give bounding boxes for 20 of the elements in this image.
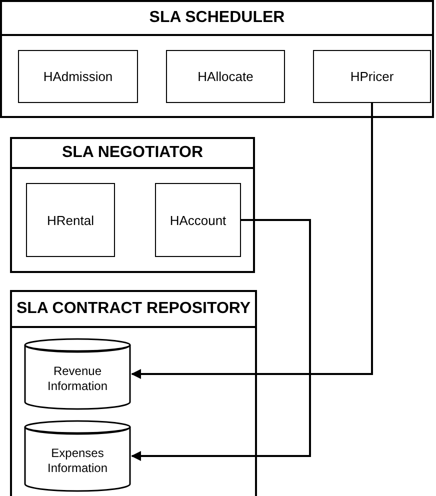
- panel-heading: SLA CONTRACT REPOSITORY: [16, 300, 251, 318]
- node-label: HAllocate: [198, 69, 254, 84]
- node-label: HRental: [47, 212, 94, 228]
- component-box: [155, 183, 241, 257]
- component-box: [166, 50, 285, 103]
- component-box: [26, 183, 115, 257]
- component-box: [313, 50, 431, 103]
- component-box: [18, 50, 138, 103]
- node-label: Revenue Information: [46, 364, 109, 394]
- panel-heading: SLA NEGOTIATOR: [62, 144, 204, 162]
- node-label: HAdmission: [43, 69, 113, 84]
- node-label: HAccount: [170, 212, 226, 228]
- node-label: HPricer: [350, 69, 394, 84]
- container-panel: [0, 0, 434, 118]
- container-panel: [10, 137, 255, 273]
- connector-arrow: [131, 219, 311, 461]
- node-label: Expenses Information: [46, 446, 109, 476]
- container-panel: [10, 290, 257, 496]
- connector-arrow: [131, 103, 373, 379]
- panel-heading: SLA SCHEDULER: [149, 9, 285, 27]
